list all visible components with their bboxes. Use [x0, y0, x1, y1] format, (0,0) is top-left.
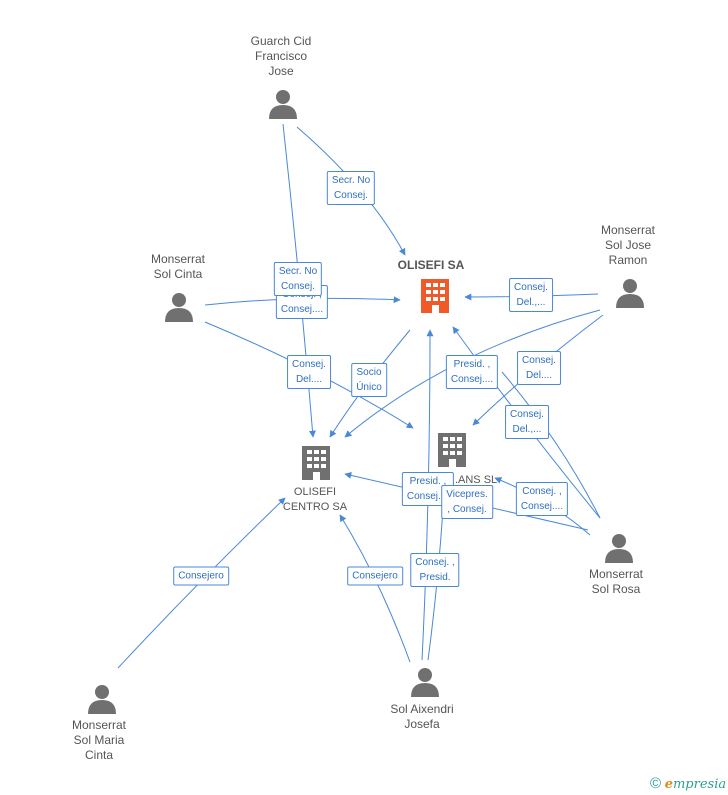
edge-rosa-ans-2: [501, 371, 601, 519]
edge-label[interactable]: Consej. , Presid.: [410, 553, 460, 587]
edge-label[interactable]: Consejero: [173, 566, 229, 586]
node-label-olisefi-centro: OLISEFI CENTRO SA: [282, 486, 348, 513]
edge-josefa-centro: [339, 514, 411, 663]
edge-label[interactable]: Presid. , Consej....: [445, 355, 499, 389]
edge-label[interactable]: Consej. Del....: [517, 351, 561, 385]
edge-label[interactable]: Secr. No Consej.: [326, 171, 376, 205]
edge-label[interactable]: Consej. , Consej....: [515, 482, 569, 516]
empresia-logo: © empresia: [650, 775, 726, 792]
node-label-ramon: Monserrat Sol Jose Ramon: [600, 223, 656, 267]
edge-label[interactable]: Secr. No Consej.: [273, 262, 323, 296]
node-label-guarch: Guarch Cid Francisco Jose: [250, 34, 312, 78]
person-icon[interactable]: [88, 684, 116, 714]
node-label-cinta: Monserrat Sol Cinta: [150, 252, 206, 281]
edge-label[interactable]: Consej. Del....: [287, 355, 331, 389]
edge-label[interactable]: Consejero: [347, 566, 403, 586]
building-icon[interactable]: [300, 446, 332, 480]
person-icon[interactable]: [269, 89, 297, 119]
edge-label[interactable]: Consej. Del.,...: [509, 278, 553, 312]
person-icon[interactable]: [165, 292, 193, 322]
building-icon[interactable]: [436, 433, 468, 467]
node-label-ans: ...ANS SL: [448, 474, 498, 486]
person-icon[interactable]: [411, 667, 439, 697]
node-label-maria: Monserrat Sol Maria Cinta: [71, 718, 127, 762]
building-icon[interactable]: [419, 279, 451, 313]
node-label-olisefi: OLISEFI SA: [397, 258, 465, 272]
edge-label[interactable]: Consej. Del.,...: [505, 405, 549, 439]
edge-label[interactable]: Vicepres. , Consej.: [441, 485, 493, 519]
edge-label[interactable]: Socio Único: [351, 363, 387, 397]
brand-name: mpresia: [672, 777, 727, 792]
person-icon[interactable]: [605, 533, 633, 563]
copyright-icon: ©: [650, 775, 662, 792]
node-label-rosa: Monserrat Sol Rosa: [588, 567, 644, 596]
node-label-josefa: Sol Aixendri Josefa: [390, 702, 454, 731]
person-icon[interactable]: [616, 278, 644, 308]
brand-e-letter: e: [664, 777, 673, 792]
